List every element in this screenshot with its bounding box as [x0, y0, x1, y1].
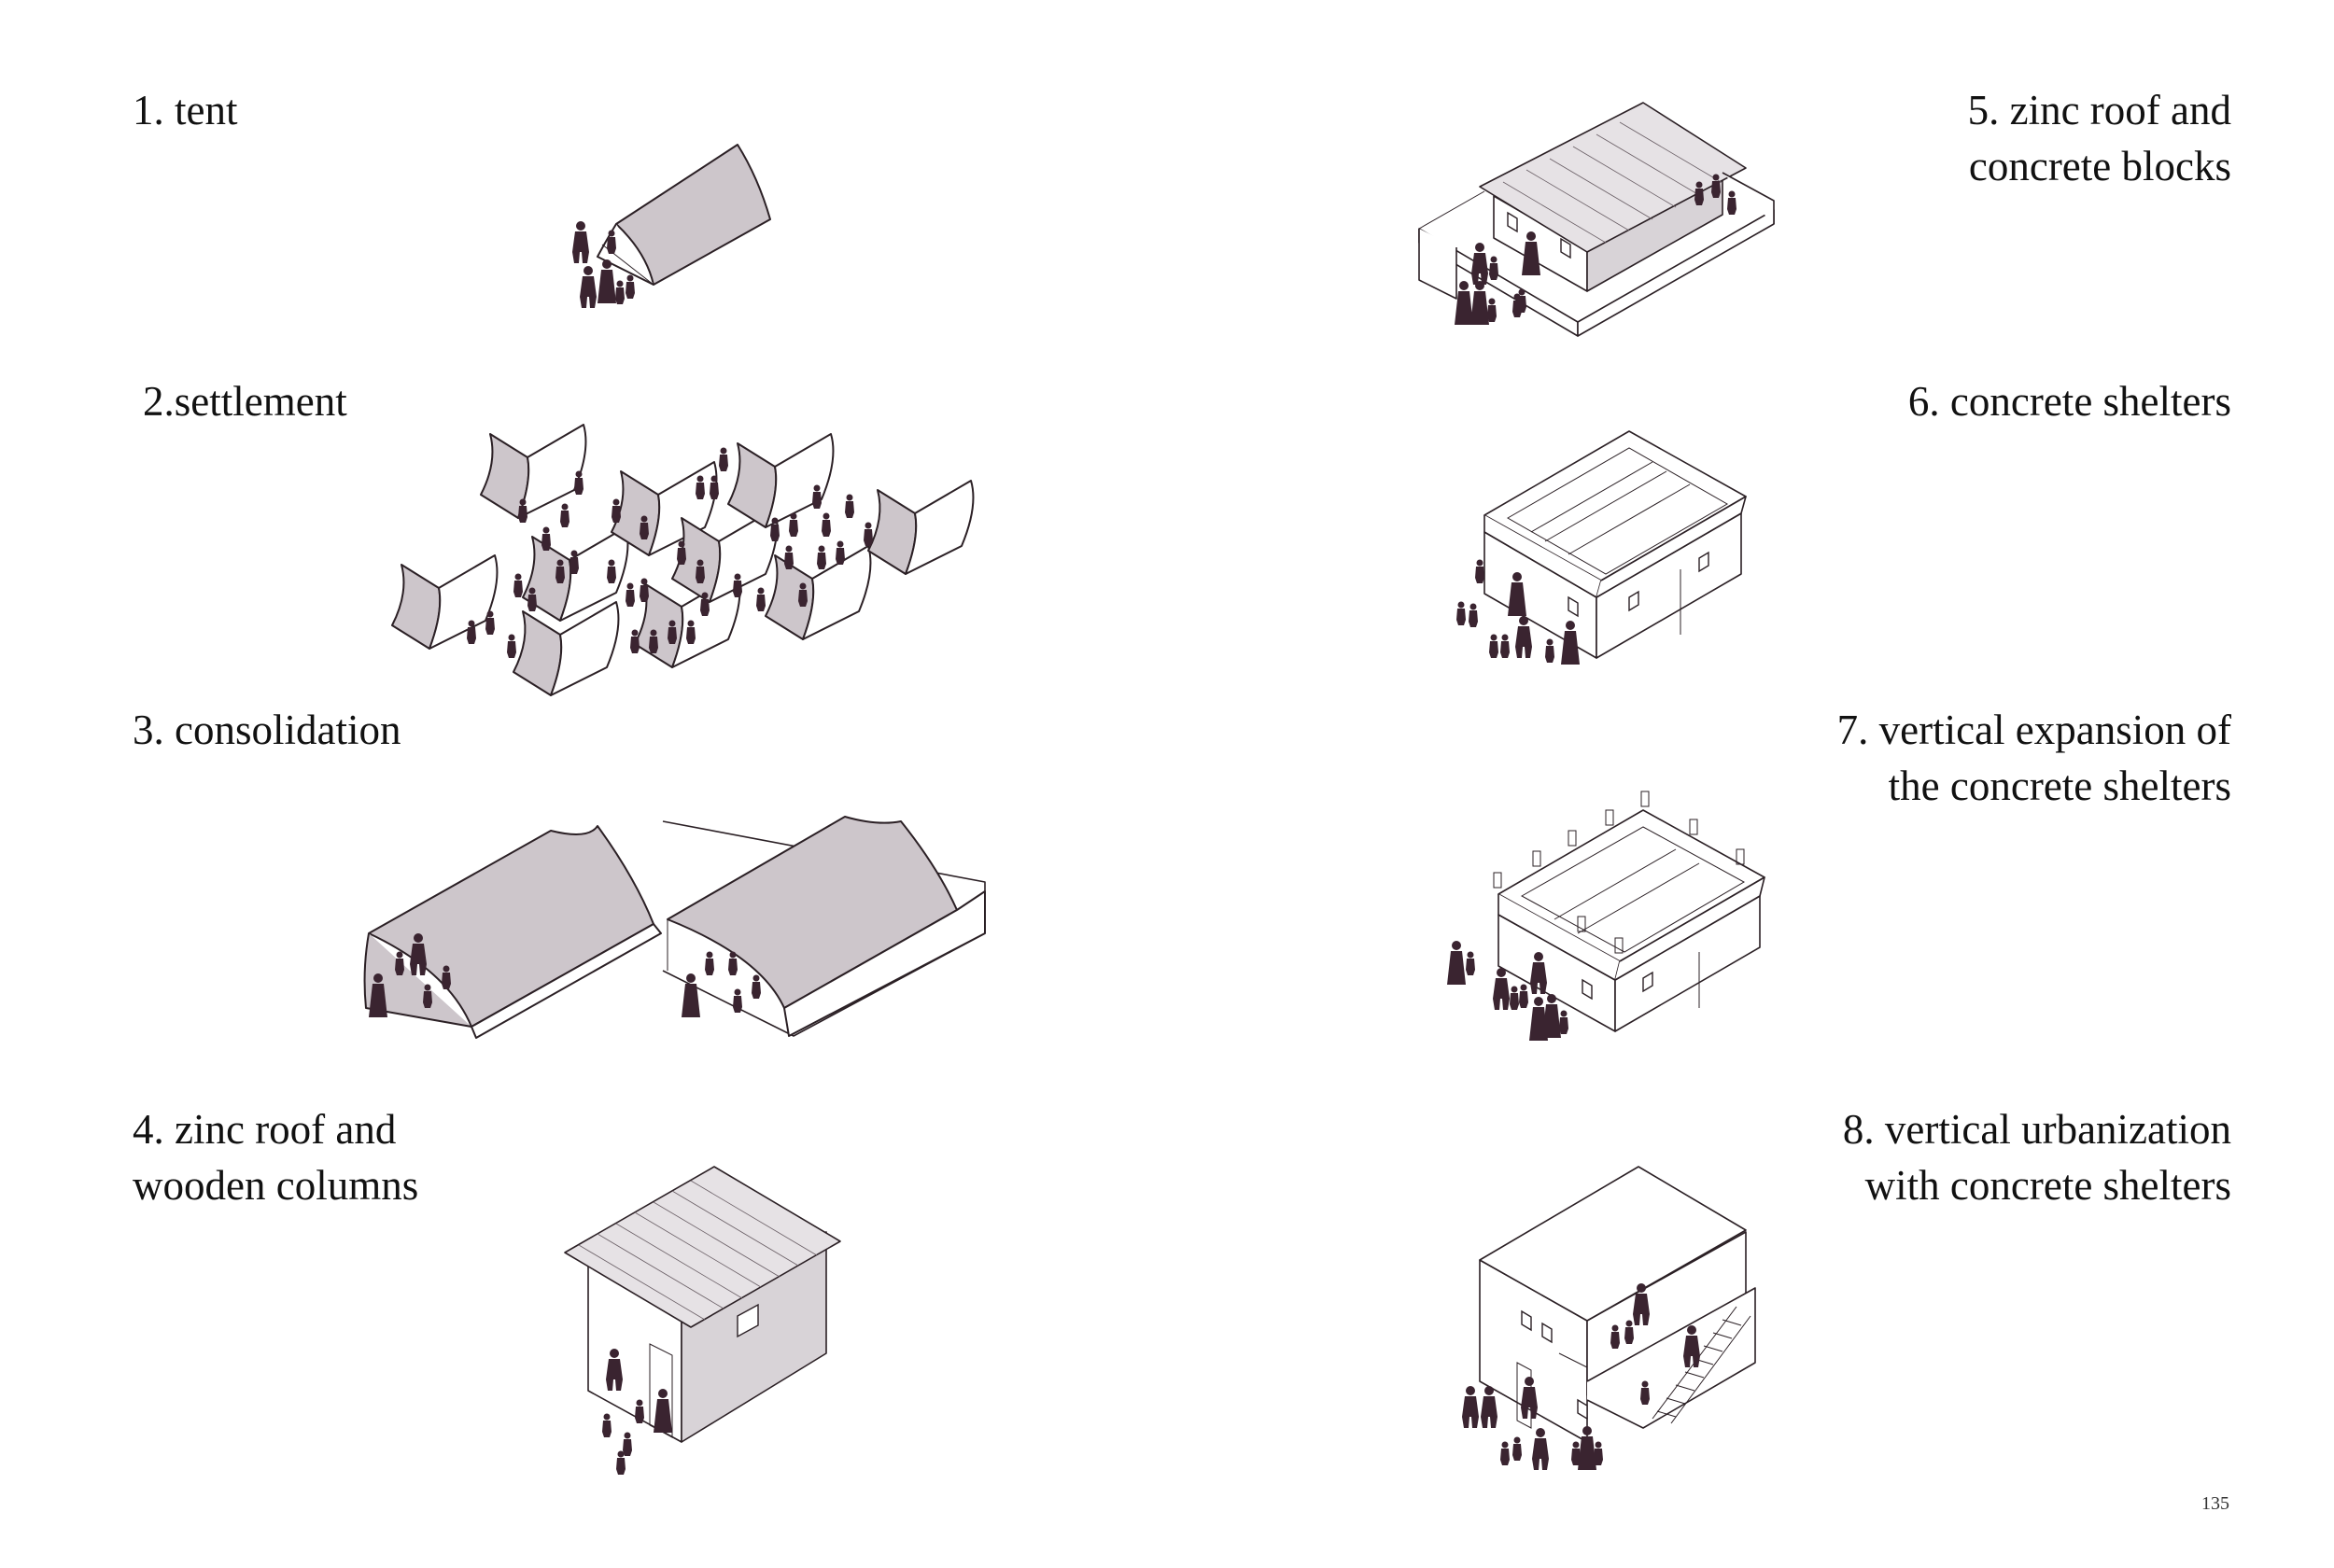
zinc-blocks-house-illustration [1418, 102, 1775, 337]
page-number: 135 [2201, 1493, 2229, 1514]
stage-5-label: 5. zinc roof and concrete blocks [1967, 87, 2231, 189]
stage-4-label: 4. zinc roof and wooden columns [133, 1106, 419, 1209]
stage-6-label: 6. concrete shelters [1907, 378, 2231, 425]
stage-3-label: 3. consolidation [133, 707, 401, 753]
settlement-illustration [391, 424, 975, 696]
vertical-urbanization-illustration [1462, 1166, 1756, 1470]
zinc-wood-shed-illustration [564, 1166, 841, 1475]
tent-illustration [572, 144, 771, 308]
stage-7-label: 7. vertical expansion of the concrete sh… [1836, 707, 2231, 809]
stage-1-label: 1. tent [133, 87, 238, 133]
stage-8-label: 8. vertical urbanization with concrete s… [1842, 1106, 2231, 1209]
concrete-shelter-illustration [1456, 430, 1747, 665]
stage-2-label: 2.settlement [143, 378, 347, 425]
consolidation-illustration [363, 816, 986, 1039]
vertical-expansion-illustration [1447, 791, 1765, 1041]
